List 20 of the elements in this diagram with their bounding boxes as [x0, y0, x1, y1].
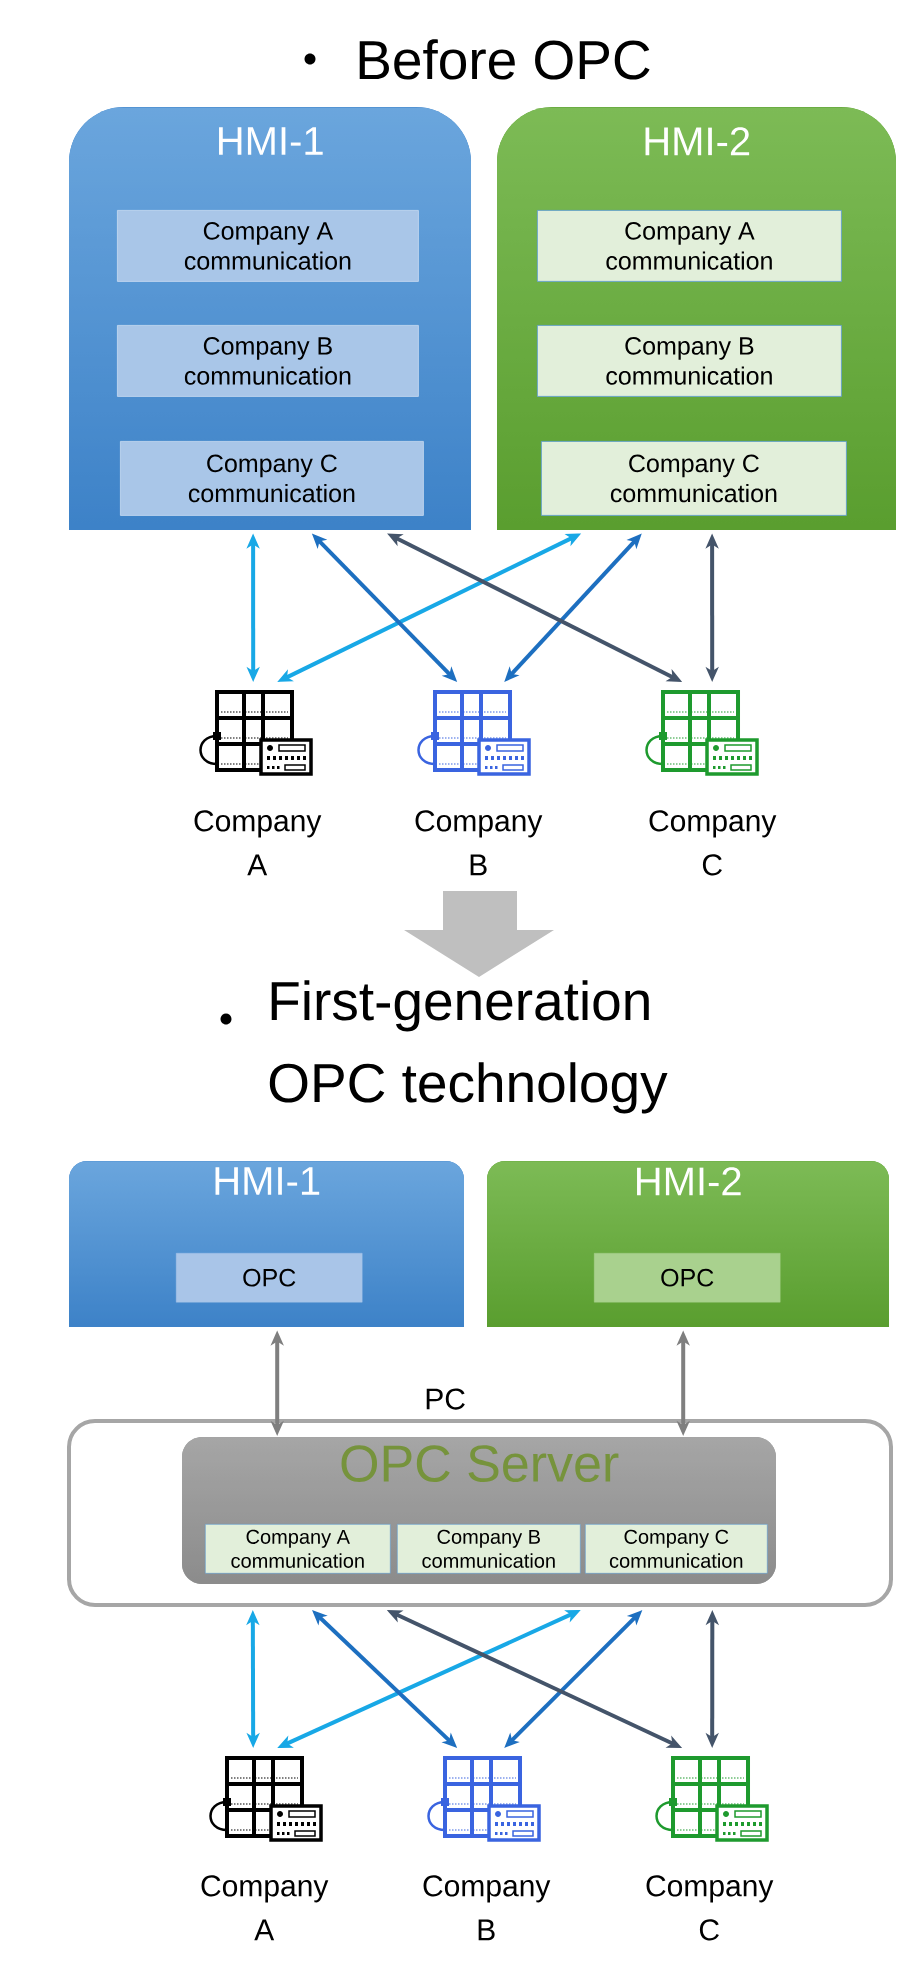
module-box: Company B communication [397, 1524, 581, 1574]
company-label: Company C [646, 1875, 774, 1941]
company-label: Company B [415, 810, 543, 876]
company-label: Company A [201, 1875, 329, 1941]
module-box: OPC [176, 1253, 363, 1303]
module-box: Company A communication [537, 210, 842, 282]
company-label: Company A [194, 810, 322, 876]
module-box: Company A communication [117, 210, 419, 282]
module-box: Company C communication [541, 441, 847, 516]
module-box: Company B communication [117, 325, 419, 397]
heading: First-generation OPC technology [269, 980, 668, 1114]
module-box: Company C communication [120, 441, 424, 516]
module-box: Company C communication [585, 1524, 768, 1574]
frame-label: PC [426, 1388, 465, 1410]
module-box: OPC [594, 1253, 781, 1303]
heading: Before OPC [359, 39, 650, 80]
company-label: Company C [649, 810, 777, 876]
module-box: Company A communication [205, 1524, 391, 1574]
company-label: Company B [423, 1875, 551, 1941]
module-box: Company B communication [537, 325, 842, 397]
